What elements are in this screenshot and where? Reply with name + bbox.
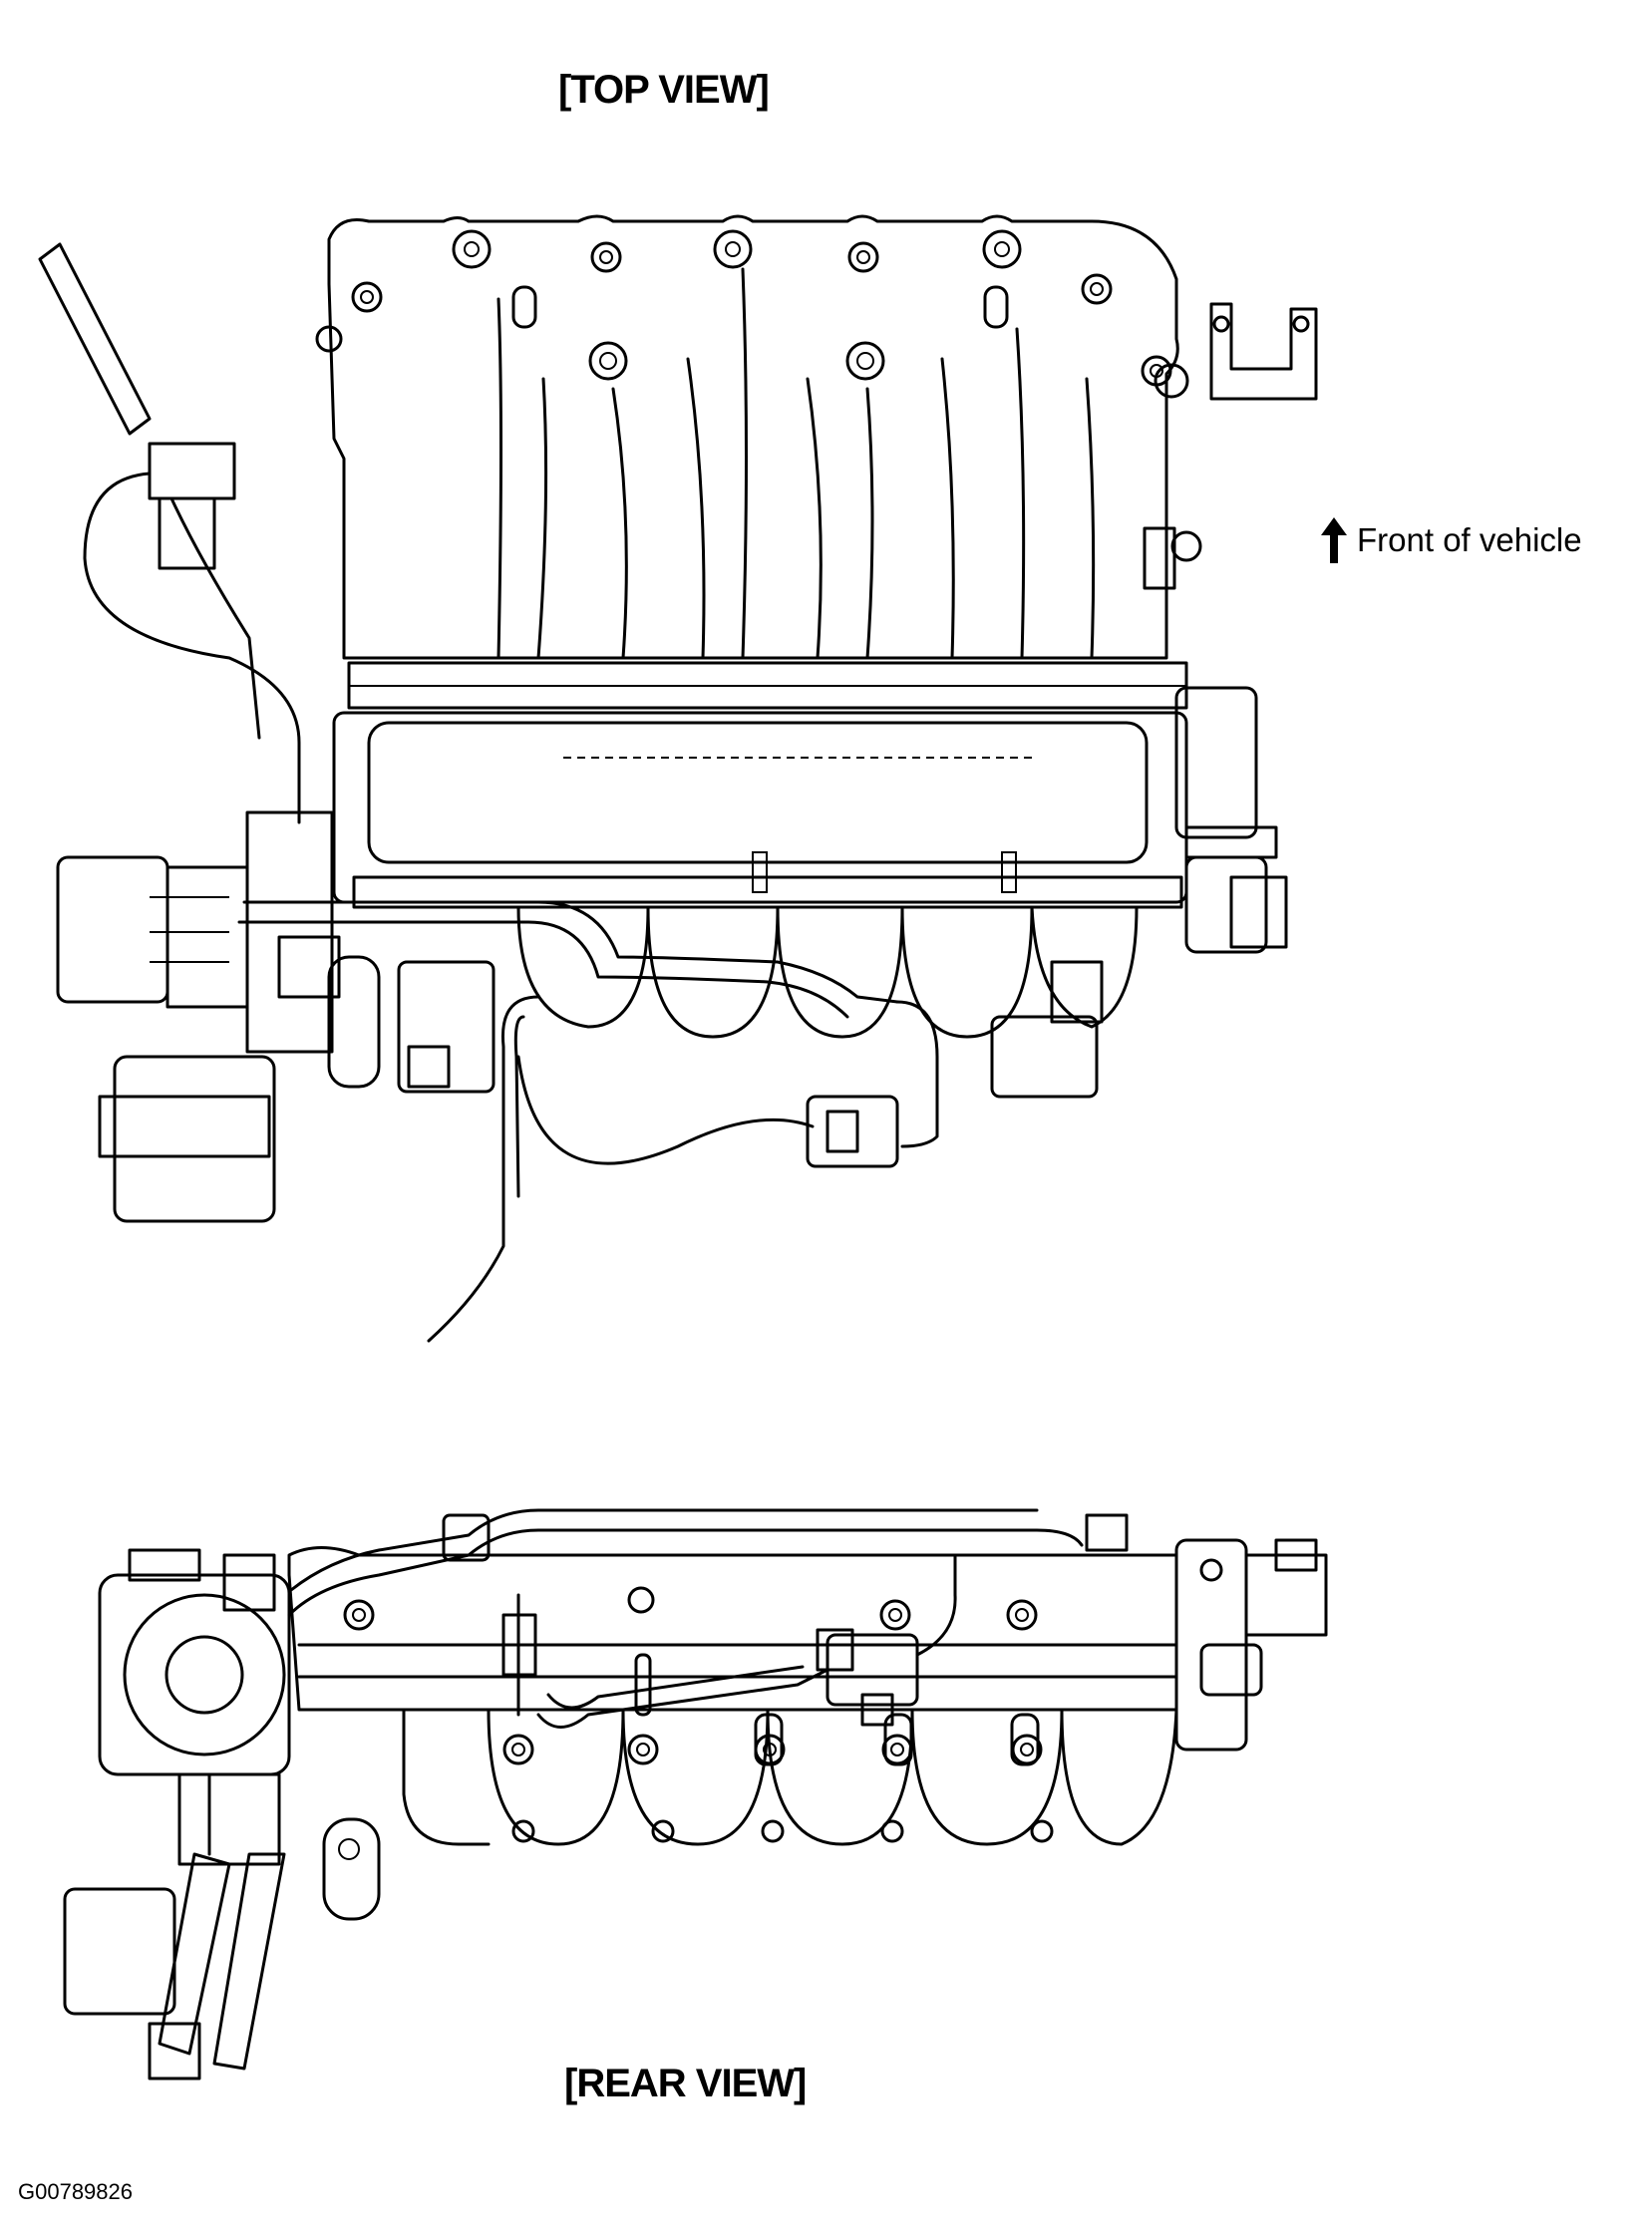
- throttle-body-top: [56, 810, 381, 1223]
- intake-manifold-rear: [287, 1538, 1328, 1846]
- hoses-and-harness-rear: [222, 1508, 1129, 1729]
- front-of-vehicle-label: Front of vehicle: [1357, 521, 1582, 558]
- up-arrow-icon: [1321, 517, 1347, 563]
- lower-manifold-top: [332, 711, 1188, 1039]
- rear-view-title: [REAR VIEW]: [564, 2062, 807, 2105]
- figure-id: G00789826: [18, 2179, 133, 2204]
- hoses-and-harness-top: [38, 242, 1288, 1343]
- fuel-rail-top: [347, 661, 1188, 759]
- throttle-body-rear: [63, 1548, 381, 2080]
- intake-manifold-top: [315, 214, 1318, 660]
- front-of-vehicle-note: Front of vehicle: [1321, 517, 1582, 563]
- top-view-title: [TOP VIEW]: [558, 68, 770, 112]
